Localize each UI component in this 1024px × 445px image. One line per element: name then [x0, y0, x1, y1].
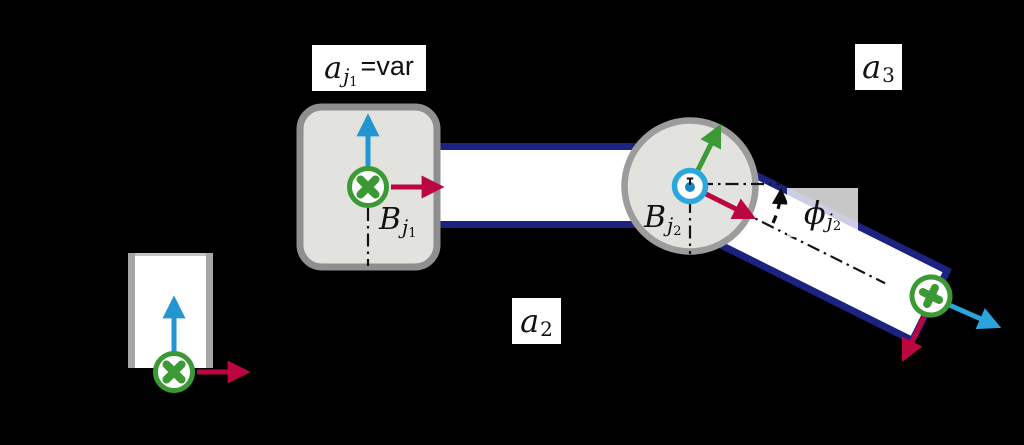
- joint1-frame: [347, 113, 445, 208]
- label-frame-Bj1-base: B: [379, 201, 402, 237]
- base-axis-out-of-plane-icon: [153, 351, 195, 393]
- label-frame-Bj2-sub: j: [667, 213, 674, 237]
- label-link-a3-base: a: [862, 48, 882, 86]
- label-prismatic-offset-sub: j: [343, 64, 350, 88]
- label-joint-angle-subsub: 2: [832, 219, 842, 234]
- label-link-a2-sub: 2: [540, 317, 553, 341]
- label-prismatic-offset-base: a: [324, 50, 343, 86]
- label-link-a3-sub: 3: [882, 63, 895, 87]
- joint2-angle-arc: [771, 187, 789, 224]
- label-frame-Bj1-sub: j: [402, 215, 409, 239]
- base-frame: [153, 295, 251, 393]
- base-link-body: [128, 253, 213, 368]
- label-frame-Bj1-subsub: 1: [408, 225, 417, 241]
- label-frame-Bj2-base: B: [644, 199, 667, 235]
- label-joint-angle-base: ϕ: [803, 193, 826, 232]
- joint1-axis-out-of-plane-icon: [347, 166, 389, 208]
- end-effector-frame: [901, 274, 1002, 363]
- label-joint-angle-sub: j: [826, 208, 833, 233]
- joint2-revolute-hub-icon: [671, 167, 709, 205]
- label-prismatic-offset-suffix: =var: [360, 50, 414, 81]
- end-effector-axis-into-plane-icon: [909, 274, 953, 318]
- label-prismatic-offset-subsub: 1: [349, 74, 358, 90]
- joint2-frame: [671, 123, 757, 220]
- label-frame-Bj2-subsub: 2: [673, 223, 682, 239]
- label-link-a2-base: a: [520, 302, 540, 340]
